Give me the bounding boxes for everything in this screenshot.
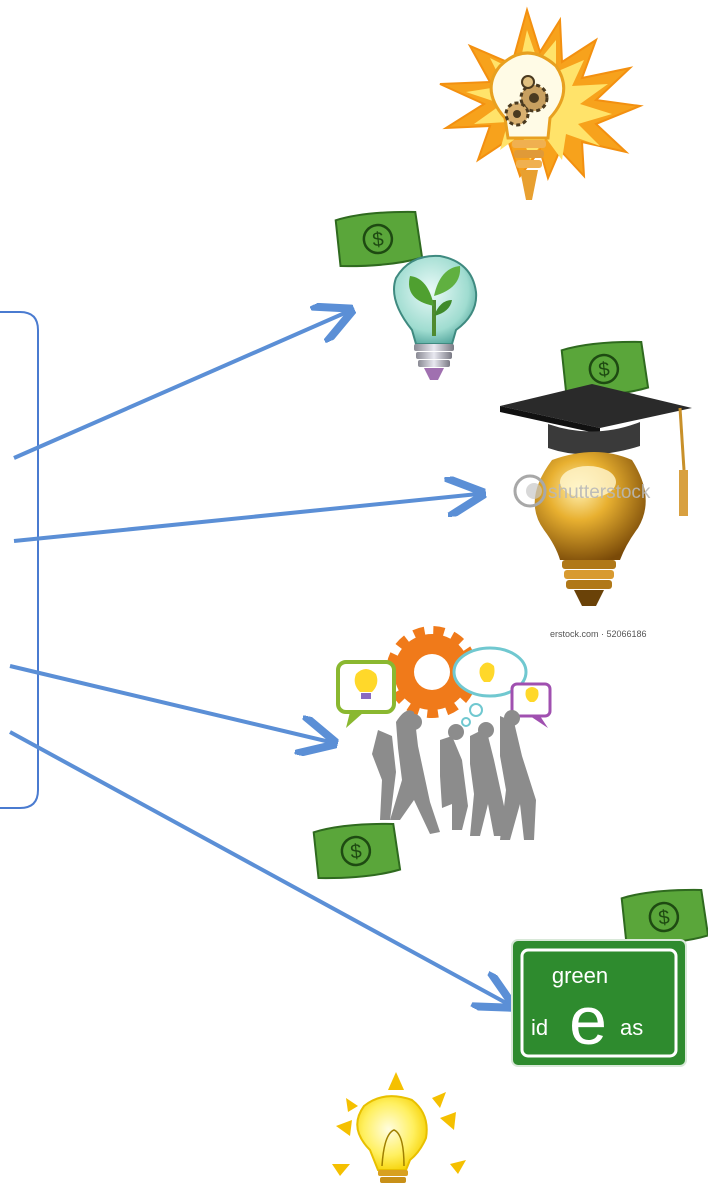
- money-symbol: $: [657, 906, 670, 929]
- watermark-logo-icon: [513, 474, 547, 508]
- sign-right: as: [620, 1015, 643, 1040]
- money-symbol: $: [349, 840, 362, 863]
- plant-bulb-icon: [393, 254, 478, 380]
- green-ideas-sign-icon: green id e as: [511, 939, 687, 1067]
- arrow-to-people-ideas: [9, 664, 330, 742]
- source-container: [0, 311, 39, 809]
- sign-letter-e: e: [569, 983, 607, 1059]
- money-symbol: $: [371, 228, 384, 251]
- sign-left: id: [531, 1015, 548, 1040]
- arrow-to-green-ideas: [9, 730, 508, 1004]
- money-bill-icon: $: [620, 888, 708, 946]
- money-bill-icon: $: [334, 210, 424, 268]
- sign-line1: green: [552, 963, 608, 988]
- watermark-brand: shutterstock: [548, 482, 651, 503]
- money-bill-icon: $: [560, 340, 650, 398]
- sunburst-bulb-gears-icon: [439, 6, 644, 200]
- arrow-to-plant-bulb: [13, 312, 347, 460]
- people-ideas-gear-icon: [336, 626, 552, 840]
- arrow-to-graduation-bulb: [13, 494, 478, 543]
- watermark-footer: erstock.com · 52066186: [550, 629, 647, 639]
- graduation-bulb-icon: shutterstock erstock.com · 52066186: [500, 384, 692, 639]
- money-symbol: $: [597, 358, 610, 381]
- connector-arrows: [9, 312, 508, 1004]
- glowing-bulb-icon: [332, 1072, 466, 1183]
- money-bill-icon: $: [312, 822, 402, 880]
